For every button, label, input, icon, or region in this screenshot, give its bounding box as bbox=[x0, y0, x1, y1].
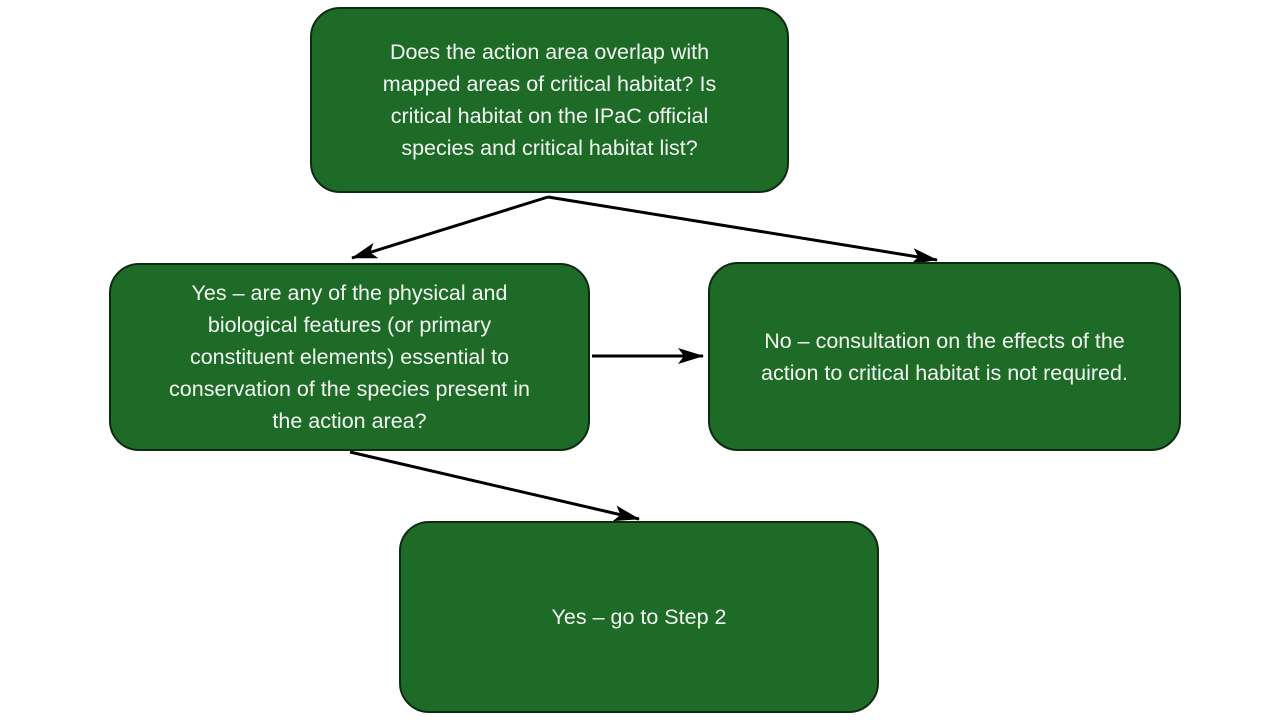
arrow-question-to-no-consultation bbox=[547, 195, 938, 264]
node-no-consultation: No – consultation on the effects of the … bbox=[708, 262, 1181, 451]
node-no-consultation-label: No – consultation on the effects of the … bbox=[761, 328, 1128, 385]
node-yes-features: Yes – are any of the physical and biolog… bbox=[109, 263, 590, 451]
node-yes-step2-label: Yes – go to Step 2 bbox=[551, 605, 727, 629]
node-yes-step2: Yes – go to Step 2 bbox=[399, 521, 879, 713]
node-question-overlap: Does the action area overlap with mapped… bbox=[310, 7, 789, 193]
node-yes-features-label: Yes – are any of the physical and biolog… bbox=[169, 281, 530, 433]
arrow-question-to-yes-features bbox=[351, 195, 549, 260]
node-question-overlap-label: Does the action area overlap with mapped… bbox=[382, 40, 717, 160]
arrow-yes-features-to-step2 bbox=[349, 450, 640, 522]
